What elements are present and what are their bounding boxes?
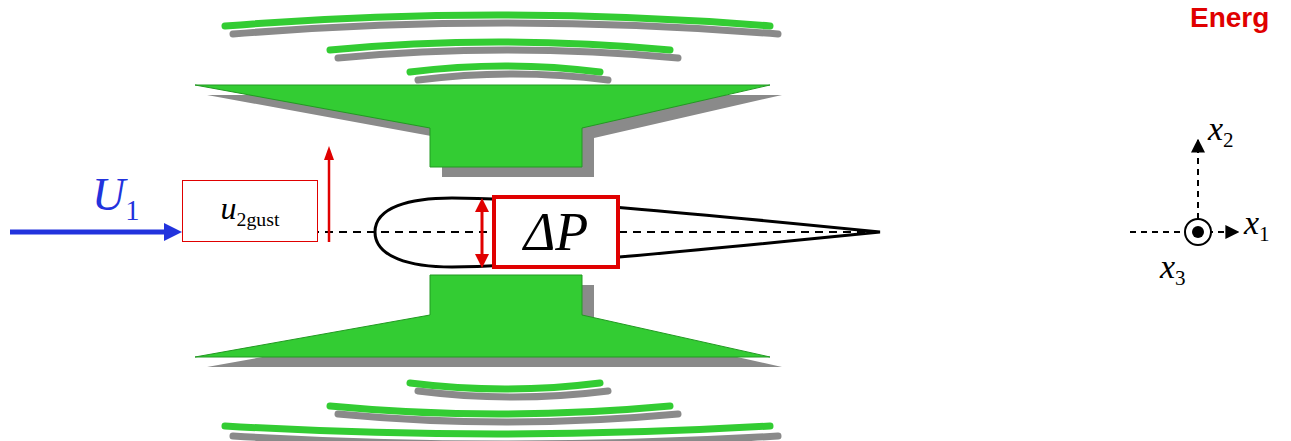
axis-label: x3 bbox=[1160, 250, 1186, 289]
pressure-box: ΔP bbox=[492, 195, 620, 269]
pressure-arrow bbox=[481, 210, 484, 256]
freestream-arrowhead bbox=[164, 223, 182, 241]
gust-arrow bbox=[328, 158, 331, 242]
x3-axis-circle bbox=[1185, 219, 1211, 245]
pressure-arrowhead bbox=[475, 198, 489, 212]
pressure-arrowhead bbox=[475, 254, 489, 268]
x3-axis-dot bbox=[1192, 226, 1204, 238]
gust-arrowhead bbox=[324, 146, 334, 160]
heading-fragment: Energ bbox=[1190, 4, 1269, 32]
axis-label: x2 bbox=[1208, 112, 1234, 151]
freestream-arrow bbox=[10, 230, 166, 235]
symbol-text: ΔP bbox=[524, 205, 589, 259]
x2-axis bbox=[1197, 140, 1199, 219]
gust-box: u2gust bbox=[182, 180, 318, 242]
axis-label: x1 bbox=[1244, 206, 1270, 245]
velocity-symbol: U1 bbox=[92, 172, 140, 225]
symbol-text: u2gust bbox=[221, 192, 280, 230]
